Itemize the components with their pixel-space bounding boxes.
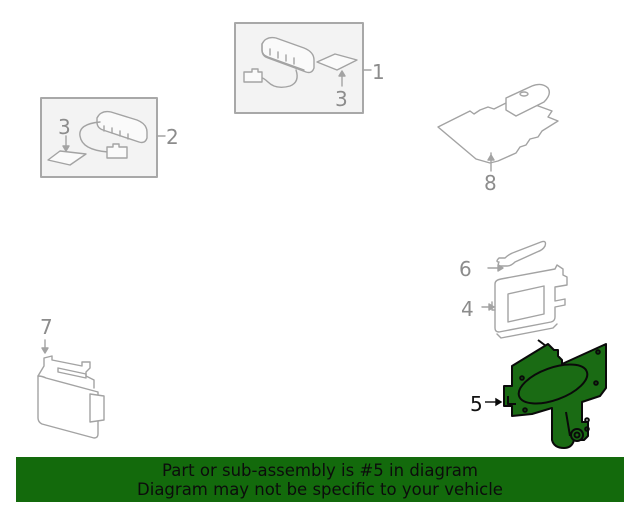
callout-8[interactable]: 8 xyxy=(484,171,497,195)
part-5-leader xyxy=(485,397,503,407)
part-4-bracket[interactable] xyxy=(481,264,568,339)
part-6-clip[interactable] xyxy=(487,240,547,272)
callout-2[interactable]: 2 xyxy=(166,125,179,149)
banner-disclaimer-line: Diagram may not be specific to your vehi… xyxy=(137,479,503,499)
callout-7[interactable]: 7 xyxy=(40,315,53,339)
part-7-module[interactable] xyxy=(37,339,105,439)
callout-1[interactable]: 1 xyxy=(372,60,385,84)
callout-6[interactable]: 6 xyxy=(459,257,472,281)
callout-5[interactable]: 5 xyxy=(470,392,483,416)
banner-part-line: Part or sub-assembly is #5 in diagram xyxy=(162,460,478,480)
part-2-assembly[interactable] xyxy=(40,97,166,178)
part-1-assembly[interactable] xyxy=(234,22,372,114)
callout-3-in-1[interactable]: 3 xyxy=(335,87,348,111)
part-8-plate[interactable] xyxy=(437,83,559,172)
callout-4[interactable]: 4 xyxy=(461,297,474,321)
part-5-bracket-highlighted[interactable] xyxy=(503,339,607,449)
callout-3-in-2[interactable]: 3 xyxy=(58,115,71,139)
info-banner: Part or sub-assembly is #5 in diagram Di… xyxy=(16,457,624,502)
